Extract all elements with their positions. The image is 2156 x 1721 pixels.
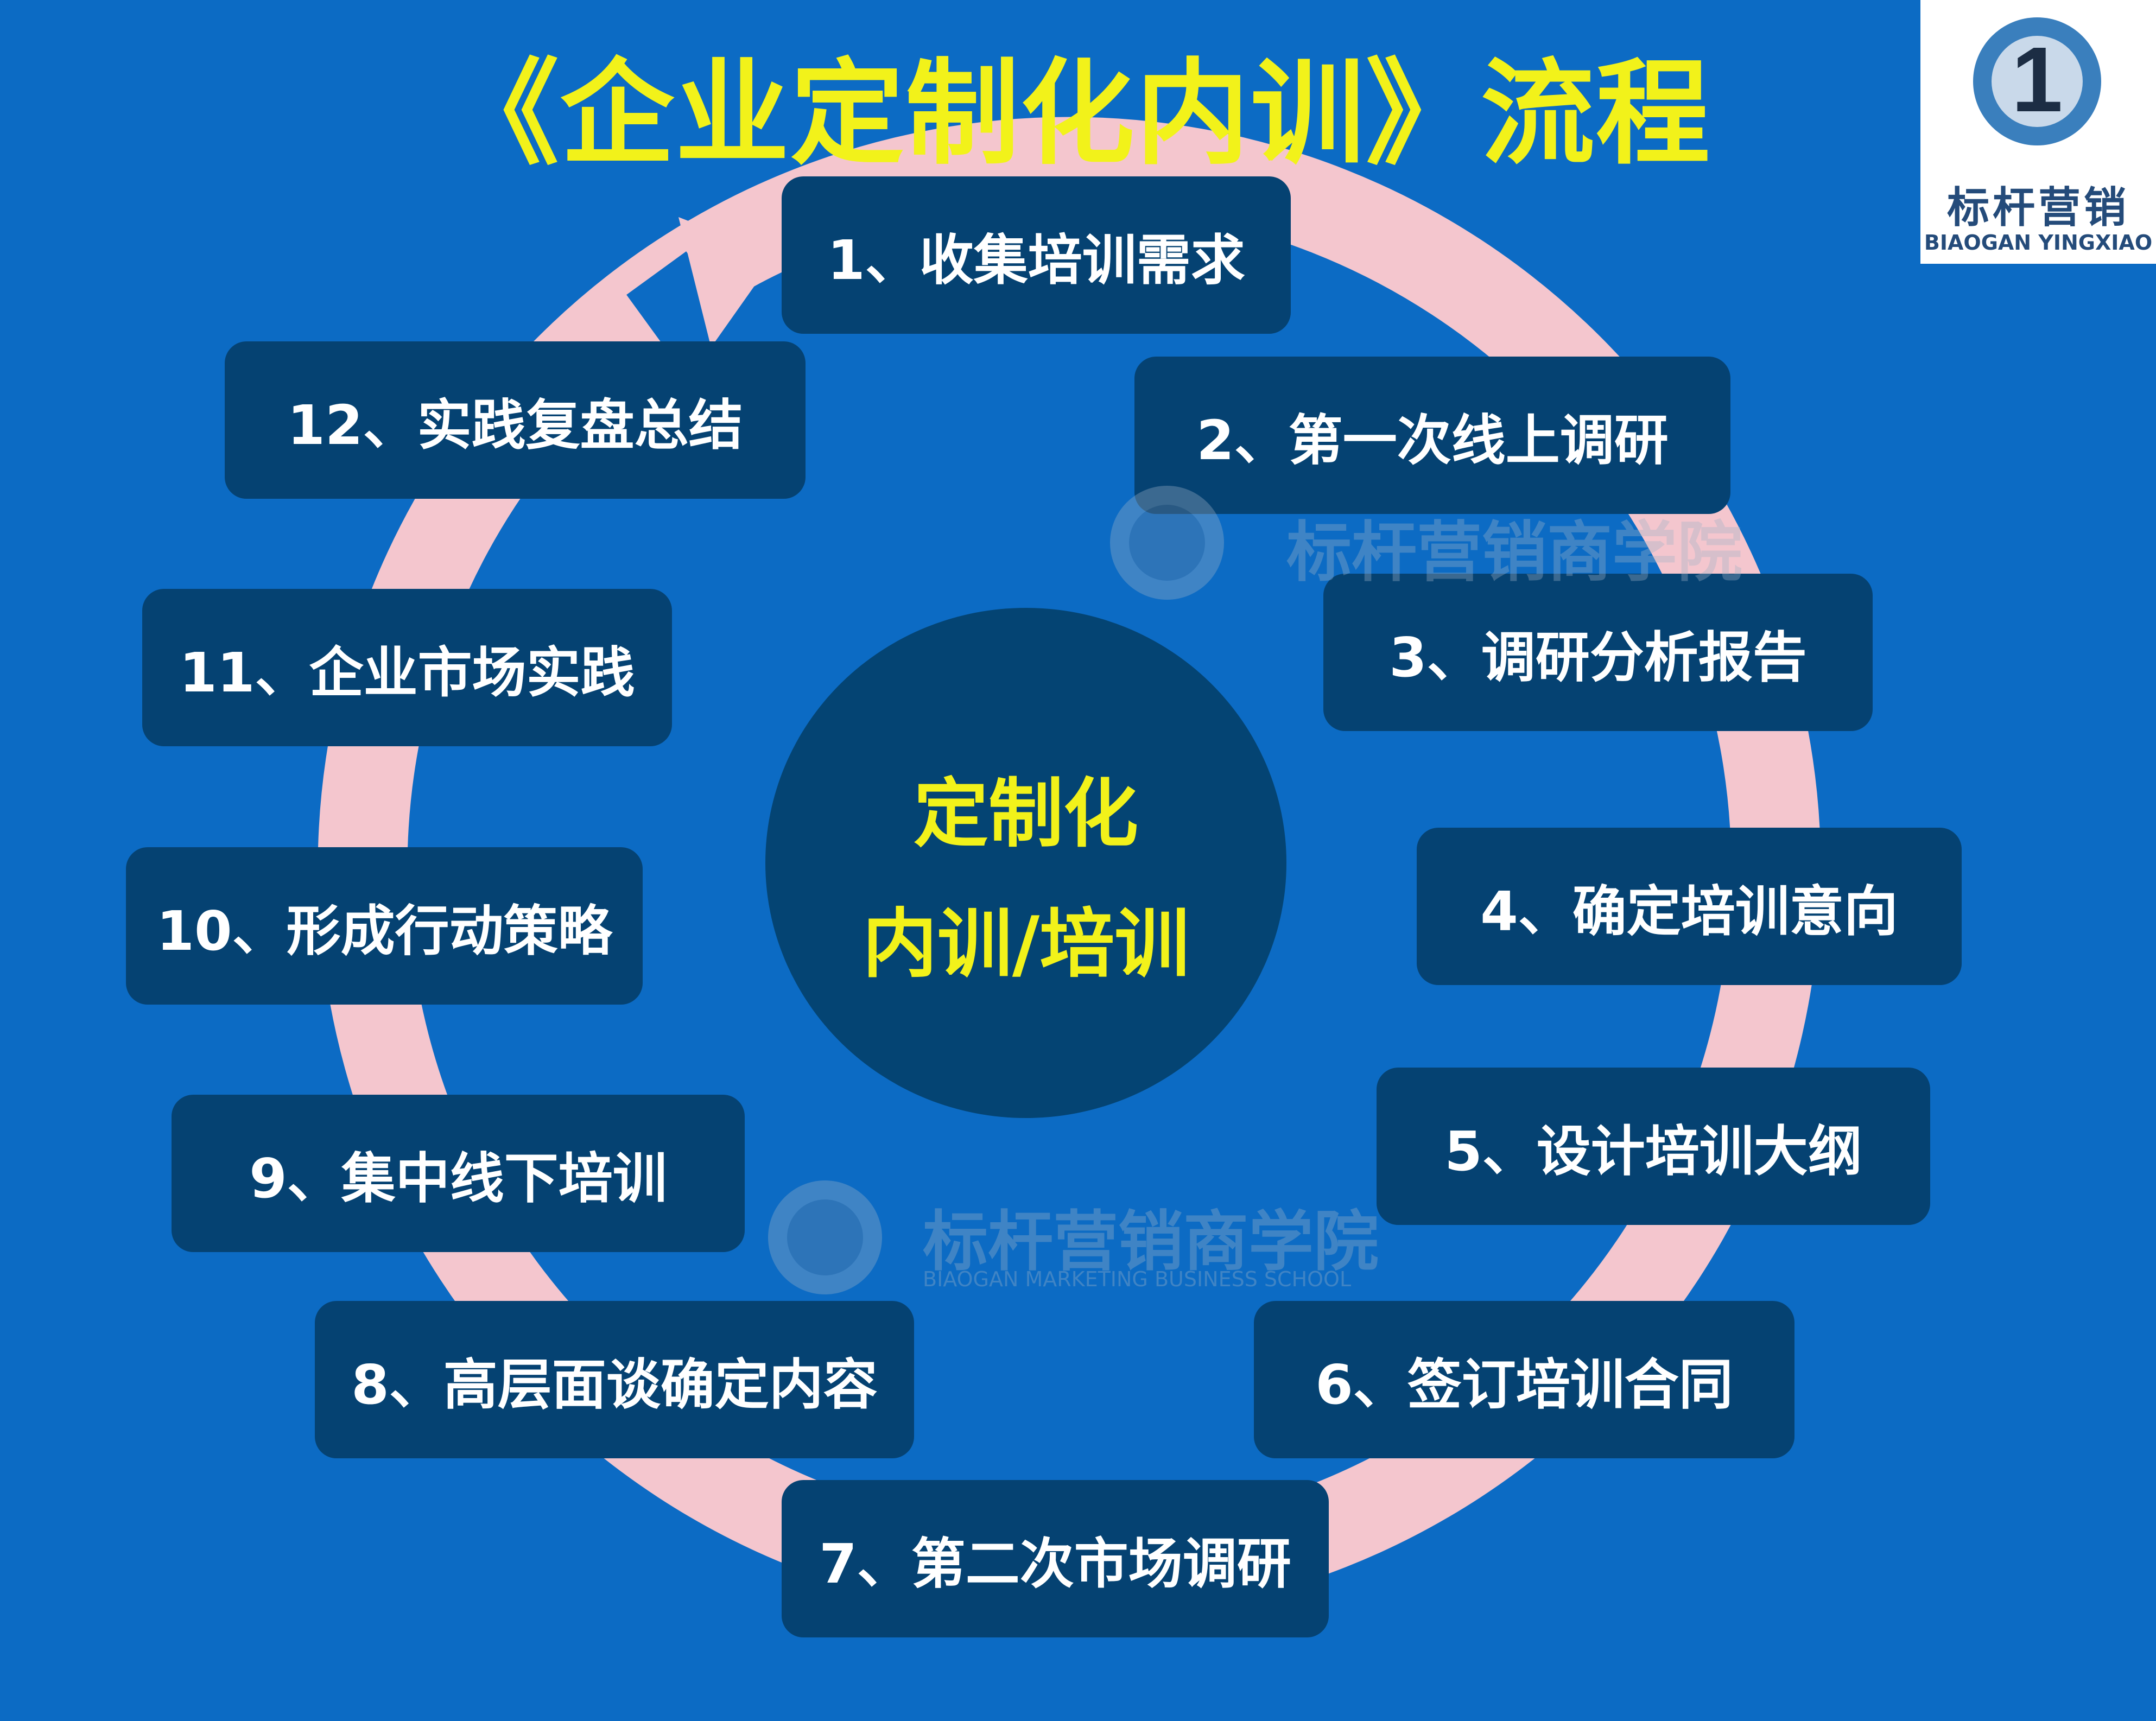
step-4: 4、确定培训意向 <box>1417 828 1962 985</box>
center-label-line2: 内训/培训 <box>862 900 1190 988</box>
step-7: 7、第二次市场调研 <box>782 1480 1329 1637</box>
center-circle <box>765 608 1286 1118</box>
logo-cn: 标杆营销 <box>1946 183 2129 232</box>
step-2: 2、第一次线上调研 <box>1134 357 1730 514</box>
brand-logo: 1 标杆营销 BIAOGAN YINGXIAO <box>1920 0 2156 264</box>
watermark-logo-icon <box>1110 486 1224 600</box>
logo-mark-icon: 1 <box>1973 17 2101 145</box>
step-1: 1、收集培训需求 <box>782 176 1291 334</box>
step-3: 3、调研分析报告 <box>1323 574 1873 731</box>
watermark-lower-cn: 标杆营销商学院 <box>923 1204 1379 1280</box>
step-8: 8、高层面谈确定内容 <box>315 1301 914 1458</box>
step-9: 9、集中线下培训 <box>172 1095 745 1252</box>
cycle-arrow-head <box>678 217 776 347</box>
logo-en: BIAOGAN YINGXIAO <box>1924 231 2153 255</box>
watermark-upper-cn: 标杆营销商学院 <box>1286 515 1742 590</box>
step-6: 6、签订培训合同 <box>1254 1301 1794 1458</box>
page-title: 《企业定制化内训》流程 <box>445 47 1711 180</box>
watermark-lower-en: BIAOGAN MARKETING BUSINESS SCHOOL <box>923 1267 1352 1291</box>
step-10: 10、形成行动策略 <box>126 847 643 1005</box>
logo-mark-text: 1 <box>2012 28 2063 131</box>
watermark-logo-icon <box>768 1180 882 1294</box>
watermark-upper: 标杆营销商学院 <box>1096 478 1802 608</box>
step-11: 11、企业市场实践 <box>142 589 672 746</box>
watermark-lower: 标杆营销商学院 BIAOGAN MARKETING BUSINESS SCHOO… <box>760 1172 1411 1303</box>
step-12: 12、实践复盘总结 <box>225 341 806 499</box>
center-label-line1: 定制化 <box>913 770 1138 858</box>
step-5: 5、设计培训大纲 <box>1377 1068 1930 1225</box>
